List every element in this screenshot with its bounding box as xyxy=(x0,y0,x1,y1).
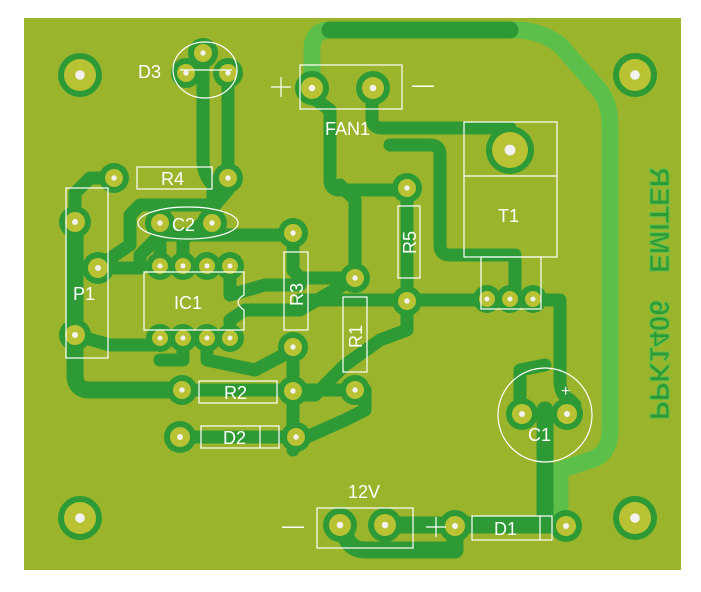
label-r1: R1 xyxy=(346,325,366,348)
pwr-pad-2 xyxy=(368,508,402,542)
trace-d3-down xyxy=(196,48,220,232)
r3-pad-2 xyxy=(278,332,308,362)
d2-outline xyxy=(200,425,280,449)
t1-legs-outline xyxy=(480,256,542,310)
pwr-connector-outline xyxy=(316,507,414,549)
label-r3: R3 xyxy=(287,283,307,306)
t1-tab xyxy=(486,126,534,174)
ic1-pin-4 xyxy=(216,324,244,352)
label-c2: C2 xyxy=(172,215,195,235)
c2-pad-1 xyxy=(145,208,175,238)
r1-outline xyxy=(342,296,368,373)
ic1-pin-2 xyxy=(169,324,197,352)
r2-pad-2 xyxy=(278,376,308,406)
c2-outline xyxy=(137,206,239,240)
c1-pad-neg xyxy=(506,398,538,430)
ic1-pin-7 xyxy=(169,252,197,280)
mount-hole-bl xyxy=(58,496,102,540)
mirror-text-emiter: EMITER xyxy=(644,167,675,273)
fan1-pad-1 xyxy=(295,71,329,105)
label-d2: D2 xyxy=(223,428,246,448)
p1-pad-3 xyxy=(59,319,91,351)
label-c1: C1 xyxy=(528,425,551,445)
p1-outline xyxy=(65,187,109,359)
trace-p1-bottom xyxy=(66,216,191,399)
mirrored-copper-text: EMITER PPK1406 xyxy=(644,167,676,421)
p1-pad-1 xyxy=(59,206,91,238)
r1-pad-1 xyxy=(340,263,370,293)
pwr-pad-1 xyxy=(323,508,357,542)
copper-traces xyxy=(66,21,619,559)
r2-outline xyxy=(198,380,278,404)
r5-pad-1 xyxy=(392,173,422,203)
fan1-outline xyxy=(299,64,403,110)
d3-outline xyxy=(172,41,238,99)
c1-outline xyxy=(497,367,593,463)
r5-outline xyxy=(397,205,421,279)
silkscreen xyxy=(65,41,593,549)
t1-leg-1 xyxy=(473,285,501,313)
label-r5: R5 xyxy=(400,231,420,254)
trace-c1-left xyxy=(513,358,552,417)
label-c1-plus: + xyxy=(561,383,570,400)
d1-outline xyxy=(471,515,553,541)
pad-layer xyxy=(58,38,657,542)
d3-pad-2 xyxy=(171,58,201,88)
r3-pad-1 xyxy=(278,218,308,248)
label-fan-minus: — xyxy=(412,72,434,97)
label-ic1: IC1 xyxy=(174,293,202,313)
label-12v: 12V xyxy=(348,482,380,502)
d2-pad-2 xyxy=(281,422,311,452)
r2-pad-1 xyxy=(167,375,197,405)
fan1-pad-2 xyxy=(356,71,390,105)
trace-fan-b xyxy=(365,79,517,157)
d3-pad-1 xyxy=(188,38,218,68)
r4-pad-2 xyxy=(213,163,243,193)
c2-pad-2 xyxy=(197,208,227,238)
ic1-pin-6 xyxy=(193,252,221,280)
label-r2: R2 xyxy=(224,383,247,403)
r4-outline xyxy=(136,166,213,190)
r3-outline xyxy=(283,251,309,331)
d1-pad-2 xyxy=(550,510,582,542)
ic1-pin-5 xyxy=(216,252,244,280)
label-d1: D1 xyxy=(494,519,517,539)
silkscreen-labels: D3 FAN1 — R4 C2 T1 R5 P1 IC1 R3 R1 R2 D2… xyxy=(73,62,570,539)
mirror-text-ppk1406: PPK1406 xyxy=(644,300,675,420)
label-pwr-minus: — xyxy=(282,513,304,538)
p1-pad-2 xyxy=(82,252,114,284)
ic1-outline xyxy=(143,271,245,331)
d1-pad-1 xyxy=(439,510,471,542)
trace-t1-emitter xyxy=(383,138,522,307)
ic1-pin-3 xyxy=(193,324,221,352)
r1-pad-2 xyxy=(340,375,370,405)
trace-outer-loop xyxy=(303,21,619,534)
c1-pad-pos xyxy=(551,398,583,430)
t1-leg-3 xyxy=(519,285,547,313)
label-t1: T1 xyxy=(498,206,519,226)
label-p1: P1 xyxy=(73,284,95,304)
d2-pad-1 xyxy=(164,421,196,453)
trace-r3-top xyxy=(286,178,362,285)
r5-pad-2 xyxy=(392,286,422,316)
ic1-pin-8 xyxy=(146,252,174,280)
label-d3: D3 xyxy=(138,62,161,82)
label-fan1: FAN1 xyxy=(325,119,370,139)
r4-pad-1 xyxy=(99,163,129,193)
mount-hole-tr xyxy=(613,53,657,97)
t1-leg-2 xyxy=(496,285,524,313)
mount-hole-tl xyxy=(58,53,102,97)
label-r4: R4 xyxy=(161,169,184,189)
d3-pad-3 xyxy=(213,58,243,88)
ic1-pin-1 xyxy=(146,324,174,352)
mount-hole-br xyxy=(613,496,657,540)
